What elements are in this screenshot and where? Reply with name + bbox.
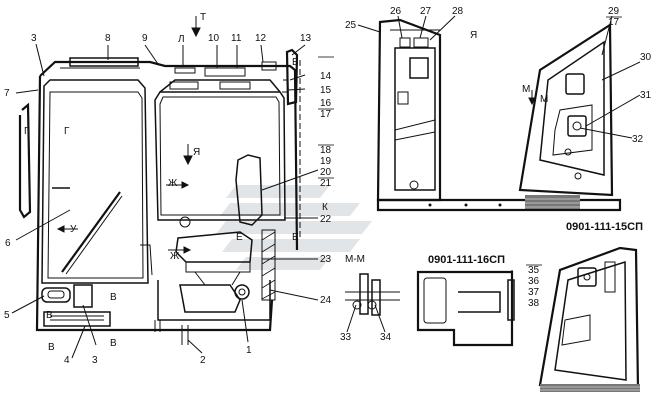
callout: 23 bbox=[320, 254, 332, 265]
view-letter-ya-top: Я bbox=[470, 30, 477, 41]
callout: 16 bbox=[320, 98, 332, 109]
callout: 1 bbox=[246, 345, 252, 356]
view-letter-zh1: Ж bbox=[168, 178, 178, 189]
callout: 18 bbox=[320, 145, 332, 156]
callout: 2 bbox=[200, 355, 206, 366]
callout: 34 bbox=[380, 332, 392, 343]
view-letter-v3: В bbox=[48, 342, 55, 353]
callout: 13 bbox=[300, 33, 312, 44]
view-letter-e1: Е bbox=[236, 232, 243, 243]
callout: 36 bbox=[528, 276, 540, 287]
section-mm bbox=[345, 273, 400, 316]
callout: 5 bbox=[4, 310, 10, 321]
view-letter-b: Б bbox=[292, 57, 299, 68]
drawing-code-16sp: 0901-111-16СП bbox=[428, 254, 505, 266]
callout: 37 bbox=[528, 287, 540, 298]
callout: 20 bbox=[320, 167, 332, 178]
callout: 26 bbox=[390, 6, 402, 17]
panel-16sp bbox=[416, 270, 515, 347]
view-letters: Т Л Б Я Я Г Г М М Ж Ж У К Е Е В В В В М-… bbox=[24, 12, 548, 353]
callout: 17 bbox=[320, 109, 332, 120]
callout: 24 bbox=[320, 295, 332, 306]
callout: 33 bbox=[340, 332, 352, 343]
callout: 15 bbox=[320, 85, 332, 96]
callout: 9 bbox=[142, 33, 148, 44]
view-arrow-icon bbox=[56, 16, 536, 254]
cab-side-view-bottom-right bbox=[538, 246, 640, 392]
section-mm-label: М-М bbox=[345, 254, 365, 265]
callout: 28 bbox=[452, 6, 464, 17]
callout: 8 bbox=[105, 33, 111, 44]
view-letter-ya-body: Я bbox=[193, 147, 200, 158]
leader-lines bbox=[11, 15, 641, 359]
watermark-logo-icon bbox=[216, 185, 372, 270]
callout: 38 bbox=[528, 298, 540, 309]
callout: 29 bbox=[608, 6, 620, 17]
view-letter-v2: В bbox=[46, 310, 53, 321]
view-letter-g2: Г bbox=[64, 126, 70, 137]
cab-main-view bbox=[18, 48, 301, 345]
callout: 11 bbox=[231, 33, 242, 44]
callout: 4 bbox=[64, 355, 70, 366]
callout: 21 bbox=[320, 178, 332, 189]
callout: 12 bbox=[255, 33, 267, 44]
callout-underlines bbox=[318, 16, 622, 266]
callout: 3 bbox=[31, 33, 37, 44]
callout: 7 bbox=[4, 88, 10, 99]
callout: 10 bbox=[208, 33, 220, 44]
view-letter-u: У bbox=[70, 224, 77, 235]
callout: 35 bbox=[528, 265, 540, 276]
view-letter-t: Т bbox=[200, 12, 206, 23]
view-letter-zh2: Ж bbox=[170, 251, 180, 262]
callout: 14 bbox=[320, 71, 332, 82]
view-letter-m1: М bbox=[522, 84, 530, 95]
callout: 17 bbox=[608, 17, 620, 28]
callout: 19 bbox=[320, 156, 332, 167]
callout: 25 bbox=[345, 20, 357, 31]
callout: 31 bbox=[640, 90, 652, 101]
view-letter-v4: В bbox=[110, 338, 117, 349]
callout: 6 bbox=[5, 238, 11, 249]
callout: 27 bbox=[420, 6, 432, 17]
callout: 3 bbox=[92, 355, 98, 366]
callout: 30 bbox=[640, 52, 652, 63]
drawing-code-15sp: 0901-111-15СП bbox=[566, 221, 643, 233]
view-letter-m2: М bbox=[540, 94, 548, 105]
cab-side-view-top-right bbox=[376, 18, 622, 212]
callout-numbers: 1 2 3 3 4 5 6 7 8 9 10 11 12 13 14 15 16… bbox=[4, 6, 652, 366]
view-letter-g1: Г bbox=[24, 126, 30, 137]
view-letter-v1: В bbox=[110, 292, 117, 303]
callout: 22 bbox=[320, 214, 332, 225]
view-letter-e2: Е bbox=[292, 232, 299, 243]
view-letter-k: К bbox=[322, 202, 328, 213]
callout: 32 bbox=[632, 134, 644, 145]
view-letter-l: Л bbox=[178, 34, 185, 45]
